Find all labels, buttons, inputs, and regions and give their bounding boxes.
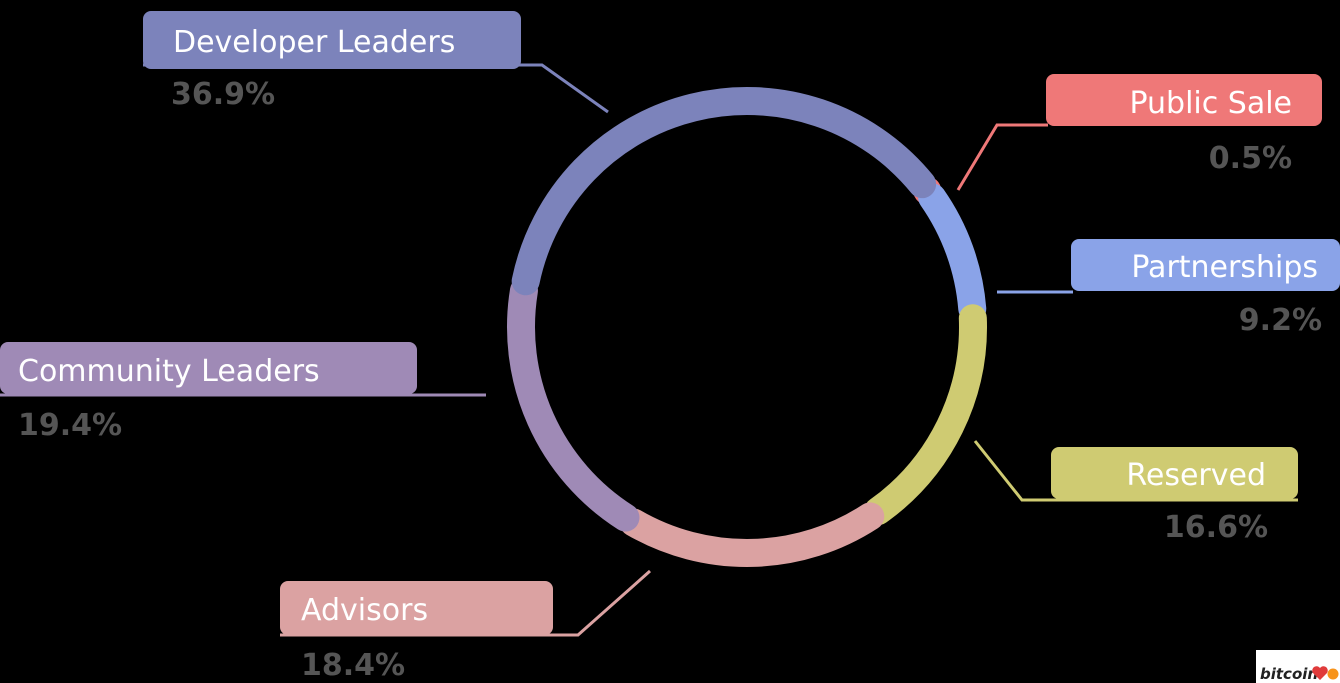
label-reserved: Reserved — [1126, 458, 1266, 493]
percent-public-sale: 0.5% — [1209, 141, 1292, 176]
label-developer-leaders: Developer Leaders — [173, 25, 455, 60]
donut-ring — [506, 87, 987, 567]
percent-partnerships: 9.2% — [1239, 303, 1322, 338]
watermark-background — [1256, 650, 1340, 683]
watermark: hxtop.com bitcoin — [1256, 650, 1340, 683]
legend-labels: Public Sale 0.5% Partnerships 9.2% Reserved 1… — [0, 11, 1340, 683]
percent-community-leaders: 19.4% — [18, 408, 122, 443]
heart-icon — [1312, 666, 1328, 680]
label-box-community-leaders — [0, 342, 417, 394]
slice-advisors — [619, 502, 885, 567]
label-box-public-sale — [1046, 74, 1322, 126]
slice-community-leaders — [506, 276, 640, 532]
label-box-partnerships — [1071, 239, 1340, 291]
slice-partnerships — [918, 183, 987, 323]
leader-line-public-sale — [956, 123, 1048, 191]
leader-line-reserved — [973, 440, 1298, 502]
percent-advisors: 18.4% — [301, 648, 405, 683]
label-partnerships: Partnerships — [1131, 250, 1318, 285]
slice-developer-leaders — [511, 87, 937, 296]
label-box-reserved — [1051, 447, 1298, 499]
label-box-advisors — [280, 581, 553, 635]
watermark-site: hxtop.com — [1266, 652, 1330, 666]
label-community-leaders: Community Leaders — [18, 354, 320, 389]
slice-reserved — [864, 304, 987, 526]
percent-developer-leaders: 36.9% — [171, 77, 275, 112]
label-box-developer-leaders — [143, 11, 521, 69]
label-public-sale: Public Sale — [1129, 86, 1292, 121]
label-advisors: Advisors — [301, 593, 428, 628]
percent-reserved: 16.6% — [1164, 510, 1268, 545]
watermark-brand: bitcoin — [1260, 665, 1318, 683]
bitcoin-coin-icon — [1327, 668, 1339, 680]
